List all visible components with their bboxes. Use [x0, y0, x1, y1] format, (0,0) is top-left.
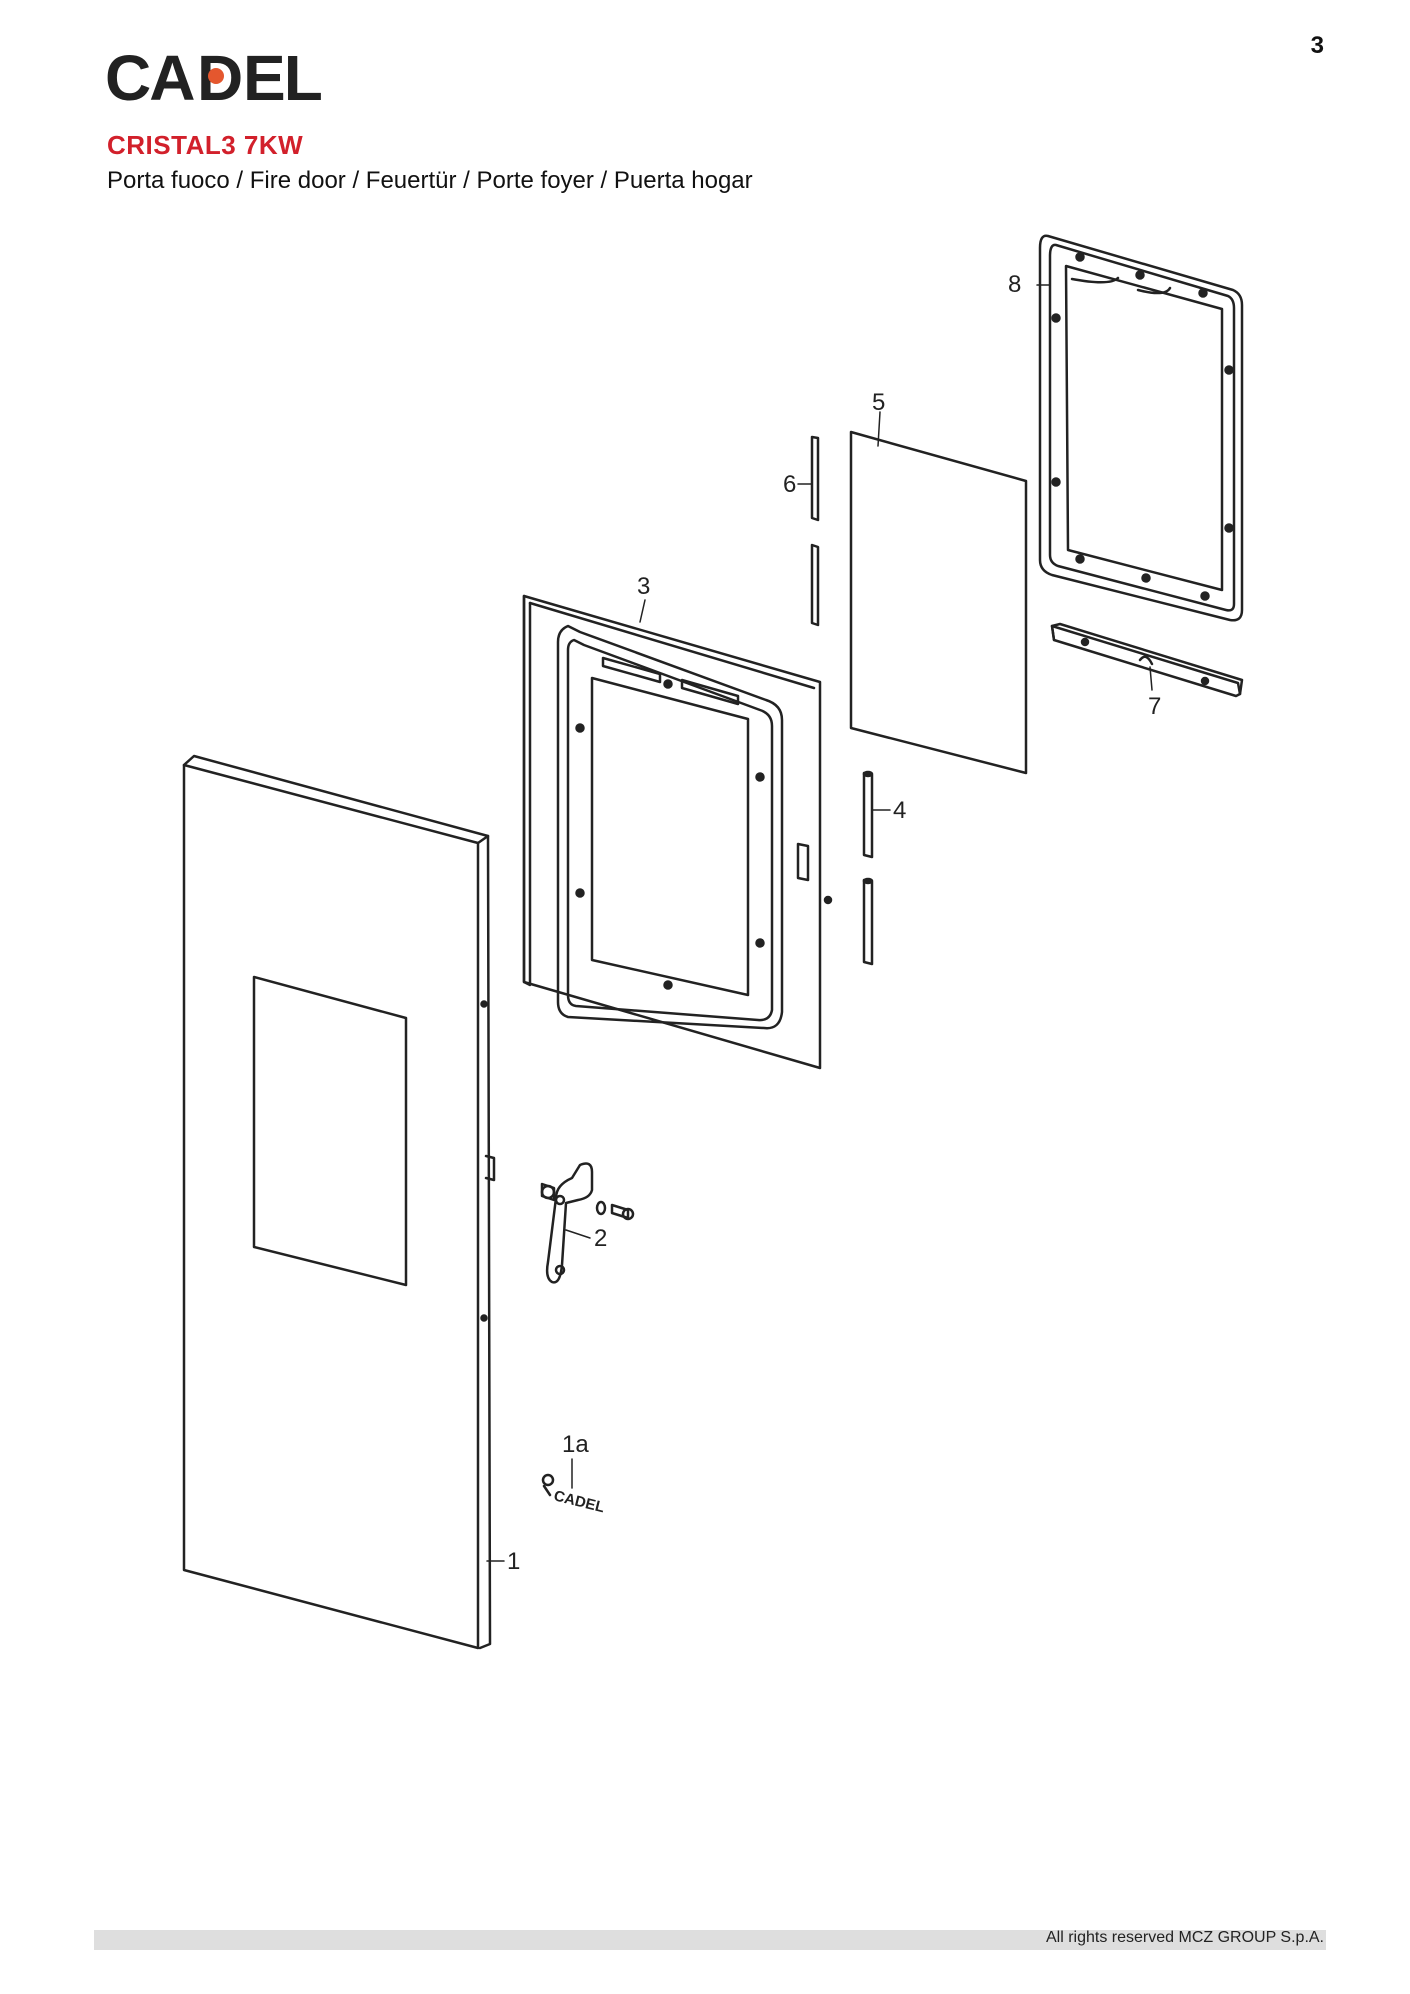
- callout-1: 1: [507, 1548, 520, 1575]
- page-subtitle: Porta fuoco / Fire door / Feuertür / Por…: [107, 167, 753, 194]
- svg-text:EL: EL: [243, 42, 322, 110]
- part-2-latch: [540, 1162, 635, 1284]
- part-1-door-panel: [182, 754, 496, 1650]
- page-number: 3: [1310, 32, 1324, 59]
- part-7-glass-bracket: [1050, 622, 1244, 698]
- model-title: CRISTAL3 7KW: [107, 130, 304, 160]
- part-5-glass-panel: [849, 430, 1028, 775]
- leader-lines: [486, 284, 1153, 1562]
- logo-dot: [208, 68, 224, 84]
- brand-logo: CA D EL: [105, 42, 324, 110]
- callout-7: 7: [1148, 693, 1161, 720]
- callout-8: 8: [1008, 271, 1021, 298]
- footer-bar: [94, 1930, 1326, 1950]
- footer-copyright: All rights reserved MCZ GROUP S.p.A.: [1046, 1929, 1324, 1946]
- callout-3: 3: [637, 573, 650, 600]
- callout-6: 6: [783, 471, 796, 498]
- part-4-pins: [862, 770, 874, 966]
- part-3-inner-frame: [522, 594, 833, 1070]
- part-6-gaskets: [810, 435, 820, 627]
- callout-1a: 1a: [562, 1431, 589, 1458]
- part-1a-badge: CADEL: [541, 1473, 606, 1516]
- badge-text: CADEL: [552, 1487, 606, 1516]
- callout-4: 4: [893, 797, 906, 824]
- part-8-glass-frame: [1038, 234, 1244, 622]
- callout-5: 5: [872, 389, 885, 416]
- svg-text:CA: CA: [105, 42, 194, 110]
- callout-2: 2: [594, 1225, 607, 1252]
